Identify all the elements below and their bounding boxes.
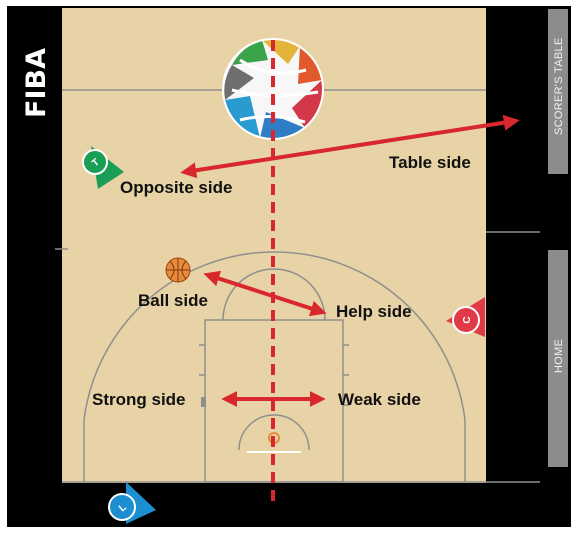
label-opposite-side: Opposite side: [120, 178, 232, 197]
ball-help-arrow: [203, 270, 327, 317]
label-weak-side: Weak side: [338, 390, 421, 409]
label-help-side: Help side: [336, 302, 412, 321]
fiba-logo: FIBA: [21, 48, 52, 118]
label-table-side: Table side: [389, 153, 471, 172]
three-point-arc: [83, 251, 466, 482]
scorers-table-tab: [548, 9, 568, 174]
svg-text:C: C: [462, 316, 473, 323]
home-label: HOME: [553, 339, 565, 373]
referee-trail-icon: T: [82, 146, 124, 189]
label-strong-side: Strong side: [92, 390, 186, 409]
fiba-ball-logo: [222, 38, 324, 140]
svg-text:L: L: [117, 502, 129, 514]
basketball-icon: [165, 257, 191, 283]
restricted-arc: [238, 414, 310, 451]
home-tab: [548, 250, 568, 467]
referee-center-icon: C: [446, 297, 485, 337]
referee-lead-icon: L: [108, 482, 156, 524]
scorers-table-label: SCORER'S TABLE: [553, 37, 565, 135]
svg-text:T: T: [90, 157, 102, 169]
table-opposite-arrow: [180, 114, 520, 179]
arrows: [180, 114, 520, 407]
label-ball-side: Ball side: [138, 291, 208, 310]
